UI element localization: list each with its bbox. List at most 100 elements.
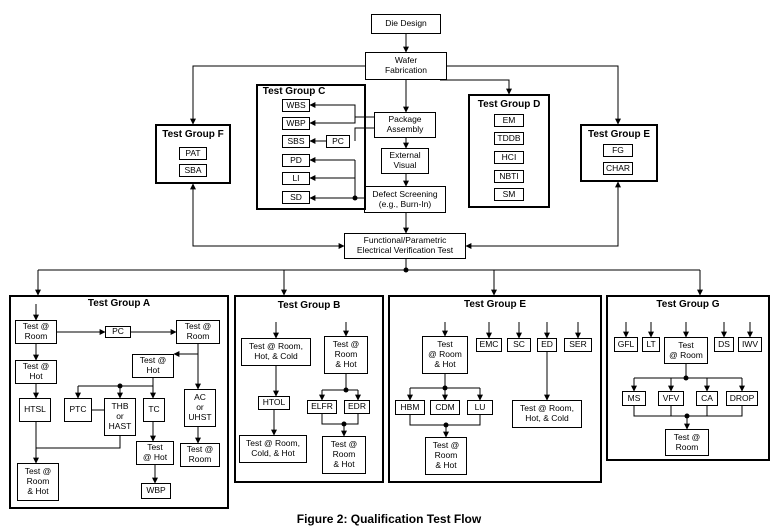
iwv-box: IWV — [738, 337, 762, 352]
group-a-pc-box: PC — [105, 326, 131, 338]
test-group-e-top-title: Test Group E — [587, 129, 651, 140]
wbp-box: WBP — [282, 117, 310, 130]
group-a-test-room-3: Test @ Room — [180, 443, 220, 467]
group-a-test-hot-1: Test @ Hot — [15, 360, 57, 384]
elfr-box: ELFR — [307, 400, 337, 414]
hbm-box: HBM — [395, 400, 425, 415]
defect-screening-box: Defect Screening (e.g., Burn-In) — [364, 186, 446, 213]
functional-test-box: Functional/Parametric Electrical Verific… — [344, 233, 466, 259]
wbs-box: WBS — [282, 99, 310, 112]
group-a-test-hot-2: Test @ Hot — [132, 354, 174, 378]
htsl-box: HTSL — [19, 398, 51, 422]
ser-box: SER — [564, 338, 592, 352]
gfl-box: GFL — [614, 337, 638, 352]
test-group-b — [234, 295, 384, 483]
junction-dot — [352, 195, 358, 201]
junction-dot — [403, 267, 409, 273]
connector-line — [309, 102, 356, 117]
ms-box: MS — [622, 391, 646, 406]
package-assembly-box: Package Assembly — [374, 112, 436, 138]
connector-line — [354, 127, 374, 141]
htol-box: HTOL — [258, 396, 290, 410]
junction-dot — [442, 385, 448, 391]
connector-line — [321, 414, 359, 425]
connector-line — [447, 65, 621, 125]
nbti-box: NBTI — [494, 170, 524, 183]
connector-line — [440, 79, 512, 95]
group-b-test-room-hot-1: Test @ Room & Hot — [324, 336, 368, 374]
ptc-box: PTC — [64, 398, 92, 422]
wafer-fabrication-box: Wafer Fabrication — [365, 52, 447, 80]
group-a-test-hot-3: Test @ Hot — [136, 441, 174, 465]
test-group-d-title: Test Group D — [477, 99, 541, 110]
group-e-test-room-hot-2: Test @ Room & Hot — [425, 437, 467, 475]
pc-box-group-c: PC — [326, 135, 350, 148]
ac-uhst-box: AC or UHST — [184, 389, 216, 427]
junction-dot — [343, 387, 349, 393]
sbs-box: SBS — [282, 135, 310, 148]
junction-dot — [683, 375, 689, 381]
ed-box: ED — [537, 338, 557, 352]
test-group-a — [9, 295, 229, 509]
test-group-f — [155, 124, 231, 184]
junction-dot — [684, 413, 690, 419]
sba-box: SBA — [179, 164, 207, 177]
drop-box: DROP — [726, 391, 758, 406]
edr-box: EDR — [344, 400, 370, 414]
test-group-d — [468, 94, 550, 208]
test-group-c — [256, 84, 366, 210]
tddb-box: TDDB — [494, 132, 524, 145]
group-b-test-room-hot-2: Test @ Room & Hot — [322, 436, 366, 474]
connector-line — [465, 181, 621, 249]
em-box: EM — [494, 114, 524, 127]
external-visual-box: External Visual — [381, 148, 429, 174]
test-group-e-bottom-title: Test Group E — [463, 299, 527, 310]
pat-box: PAT — [179, 147, 207, 160]
test-group-c-title: Test Group C — [262, 86, 326, 97]
cdm-box: CDM — [430, 400, 460, 415]
group-a-wbp-box: WBP — [141, 483, 171, 499]
ds-box: DS — [714, 337, 734, 352]
group-e-test-room-hot-cold: Test @ Room, Hot, & Cold — [512, 400, 582, 428]
sd-box: SD — [282, 191, 310, 204]
group-g-test-room-1: Test @ Room — [664, 337, 708, 364]
connector-line — [36, 436, 121, 449]
test-group-g-title: Test Group G — [656, 299, 720, 310]
lt-box: LT — [642, 337, 660, 352]
char-box: CHAR — [603, 162, 633, 175]
group-a-test-room-2: Test @ Room — [176, 320, 220, 344]
group-g-test-room-2: Test @ Room — [665, 429, 709, 456]
junction-dot — [443, 422, 449, 428]
sm-box: SM — [494, 188, 524, 201]
junction-dot — [341, 421, 347, 427]
tc-box: TC — [143, 398, 165, 422]
connector-line — [190, 183, 345, 249]
test-group-e-top — [580, 124, 658, 182]
group-b-test-room-cold-hot: Test @ Room, Cold, & Hot — [239, 435, 307, 463]
thb-hast-box: THB or HAST — [104, 398, 136, 436]
connector-line — [190, 65, 365, 125]
die-design-box: Die Design — [371, 14, 441, 34]
junction-dot — [117, 383, 123, 389]
pd-box: PD — [282, 154, 310, 167]
hci-box: HCI — [494, 151, 524, 164]
group-b-test-room-hot-cold: Test @ Room, Hot, & Cold — [241, 338, 311, 366]
lu-box: LU — [467, 400, 493, 415]
li-box: LI — [282, 172, 310, 185]
group-e-test-room-hot-1: Test @ Room & Hot — [422, 336, 468, 374]
figure-caption: Figure 2: Qualification Test Flow — [296, 512, 482, 526]
test-group-a-title: Test Group A — [87, 298, 151, 309]
test-group-g — [606, 295, 770, 461]
group-a-test-room-hot: Test @ Room & Hot — [17, 463, 59, 501]
test-group-b-title: Test Group B — [277, 300, 341, 311]
sc-box: SC — [507, 338, 531, 352]
test-group-f-title: Test Group F — [162, 129, 224, 140]
fg-box: FG — [603, 144, 633, 157]
connector-line — [309, 117, 356, 126]
group-a-test-room-1: Test @ Room — [15, 320, 57, 344]
emc-box: EMC — [476, 338, 502, 352]
ca-box: CA — [696, 391, 718, 406]
test-group-e-bottom — [388, 295, 602, 483]
vfv-box: VFV — [658, 391, 684, 406]
